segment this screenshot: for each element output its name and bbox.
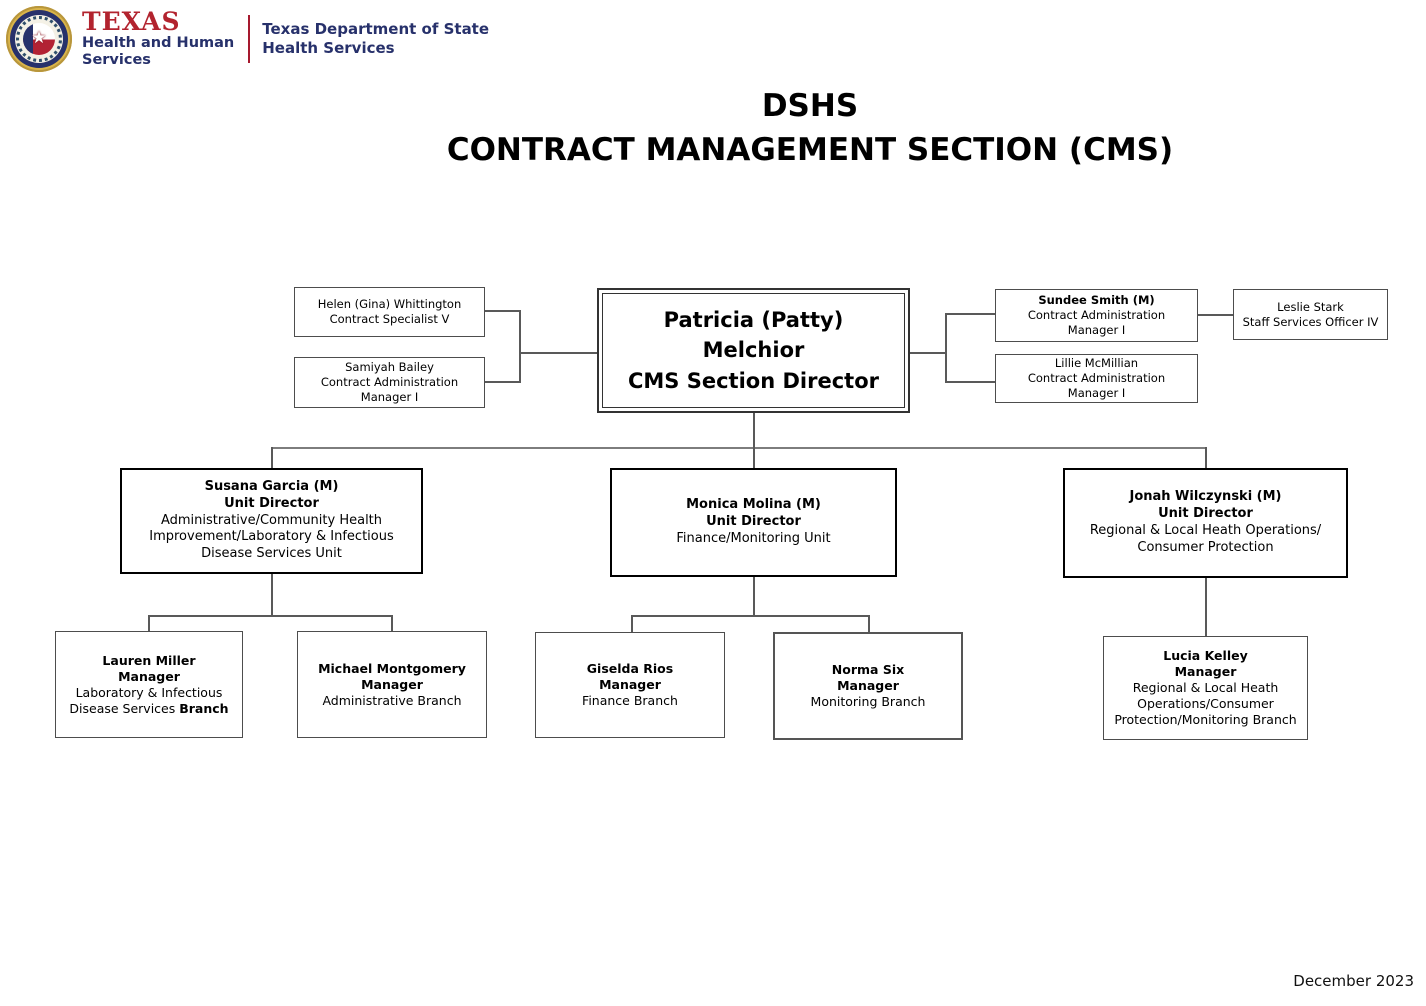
connector: [1205, 447, 1207, 469]
org-box-sundee-smith: Sundee Smith (M) Contract Administration…: [995, 289, 1198, 342]
branch-name-regular: Laboratory & Infectious Disease Services: [69, 684, 223, 716]
person-title: Contract Specialist V: [329, 312, 450, 326]
org-box-monica-molina: Monica Molina (M) Unit Director Finance/…: [610, 468, 897, 577]
connector: [753, 447, 755, 469]
branch-name-bold: Branch: [179, 700, 229, 716]
person-name: Leslie Stark: [1277, 299, 1344, 314]
connector: [631, 615, 633, 633]
org-box-lucia-kelley: Lucia Kelley Manager Regional & Local He…: [1103, 636, 1308, 740]
org-box-helen-whittington: Helen (Gina) Whittington Contract Specia…: [294, 287, 485, 337]
person-name: Susana Garcia (M): [204, 478, 339, 494]
director-name-line1: Patricia (Patty): [663, 307, 844, 332]
branch-name: Monitoring Branch: [810, 694, 926, 709]
person-title: Contract Administration Manager I: [1027, 308, 1166, 337]
connector: [945, 313, 947, 383]
connector: [753, 413, 755, 448]
texas-hhs-seal-icon: ★: [6, 6, 72, 72]
person-title: Contract Administration Manager I: [320, 375, 459, 404]
connector: [519, 352, 597, 354]
connector: [1205, 578, 1207, 637]
logo-divider: [248, 15, 251, 63]
branch-name: Finance Branch: [582, 693, 678, 708]
connector: [753, 577, 755, 616]
person-title: Unit Director: [706, 514, 801, 530]
person-name: Helen (Gina) Whittington: [317, 297, 462, 312]
person-title: Unit Director: [1158, 506, 1253, 522]
director-name-line2: Melchior: [702, 338, 805, 363]
org-box-lauren-miller: Lauren Miller Manager Laboratory & Infec…: [55, 631, 243, 738]
page-title-line1: DSHS: [761, 88, 859, 124]
star-icon: ★: [31, 28, 47, 49]
person-name: Lucia Kelley: [1163, 648, 1248, 663]
org-box-norma-six: Norma Six Manager Monitoring Branch: [773, 632, 963, 740]
person-title: Unit Director: [224, 495, 319, 511]
hhs-wordmark: TEXAS Health and Human Services: [82, 7, 235, 69]
dshs-line1: Texas Department of State: [262, 20, 490, 39]
person-title: Staff Services Officer IV: [1242, 314, 1379, 329]
unit-name: Administrative/Community Health Improvem…: [149, 512, 394, 562]
person-name: Michael Montgomery: [318, 660, 466, 676]
person-name: Giselda Rios: [586, 661, 674, 676]
branch-name: Regional & Local Heath Operations/Consum…: [1114, 680, 1297, 727]
connector: [631, 615, 870, 617]
connector: [1198, 314, 1233, 316]
page-title: DSHS CONTRACT MANAGEMENT SECTION (CMS): [200, 84, 1420, 172]
page-title-line2: CONTRACT MANAGEMENT SECTION (CMS): [446, 132, 1174, 168]
revision-date: December 2023: [1293, 972, 1414, 990]
branch-name: Laboratory & Infectious Disease Services…: [62, 685, 236, 717]
section-director-inner: Patricia (Patty) Melchior CMS Section Di…: [602, 293, 905, 408]
connector: [868, 615, 870, 633]
connector: [945, 381, 995, 383]
org-box-lillie-mcmillian: Lillie McMillian Contract Administration…: [995, 354, 1198, 403]
connector: [485, 381, 519, 383]
director-title: CMS Section Director: [628, 368, 879, 393]
person-name: Lauren Miller: [102, 652, 196, 668]
person-name: Jonah Wilczynski (M): [1129, 489, 1282, 505]
connector: [519, 310, 521, 383]
connector: [485, 310, 519, 312]
hhs-line2: Health and Human: [82, 35, 235, 52]
person-name: Monica Molina (M): [686, 497, 821, 513]
seal-wreath: [16, 16, 62, 62]
person-name: Sundee Smith (M): [1038, 293, 1155, 308]
org-box-susana-garcia: Susana Garcia (M) Unit Director Administ…: [120, 468, 423, 574]
person-name: Lillie McMillian: [1054, 356, 1139, 371]
hhs-texas-label: TEXAS: [82, 7, 181, 37]
dshs-wordmark: Texas Department of State Health Service…: [262, 20, 489, 58]
person-title: Contract Administration Manager I: [1027, 371, 1166, 400]
hhs-line3: Services: [82, 52, 151, 69]
person-title: Manager: [361, 676, 423, 692]
person-title: Manager: [118, 668, 180, 684]
unit-name: Finance/Monitoring Unit: [676, 530, 831, 546]
org-box-leslie-stark: Leslie Stark Staff Services Officer IV: [1233, 289, 1388, 340]
org-box-jonah-wilczynski: Jonah Wilczynski (M) Unit Director Regio…: [1063, 468, 1348, 578]
org-box-samiyah-bailey: Samiyah Bailey Contract Administration M…: [294, 357, 485, 408]
branch-name: Administrative Branch: [322, 692, 462, 708]
person-title: Manager: [599, 677, 661, 692]
connector: [391, 615, 393, 632]
connector: [271, 447, 1207, 449]
connector: [271, 447, 273, 469]
connector: [148, 615, 150, 632]
person-name: Norma Six: [831, 662, 905, 677]
connector: [271, 574, 273, 616]
org-box-giselda-rios: Giselda Rios Manager Finance Branch: [535, 632, 725, 738]
seal-flag: [23, 23, 55, 55]
person-title: Manager: [1174, 664, 1237, 679]
person-title: Manager: [837, 678, 899, 693]
connector: [148, 615, 393, 617]
connector: [945, 313, 995, 315]
unit-name: Regional & Local Heath Operations/ Consu…: [1089, 523, 1322, 555]
person-name: Samiyah Bailey: [345, 360, 434, 375]
dshs-line2: Health Services: [262, 39, 395, 57]
agency-logo: ★ TEXAS Health and Human Services Texas …: [6, 6, 489, 72]
org-box-section-director: Patricia (Patty) Melchior CMS Section Di…: [597, 288, 910, 413]
connector: [910, 352, 945, 354]
org-box-michael-montgomery: Michael Montgomery Manager Administrativ…: [297, 631, 487, 738]
